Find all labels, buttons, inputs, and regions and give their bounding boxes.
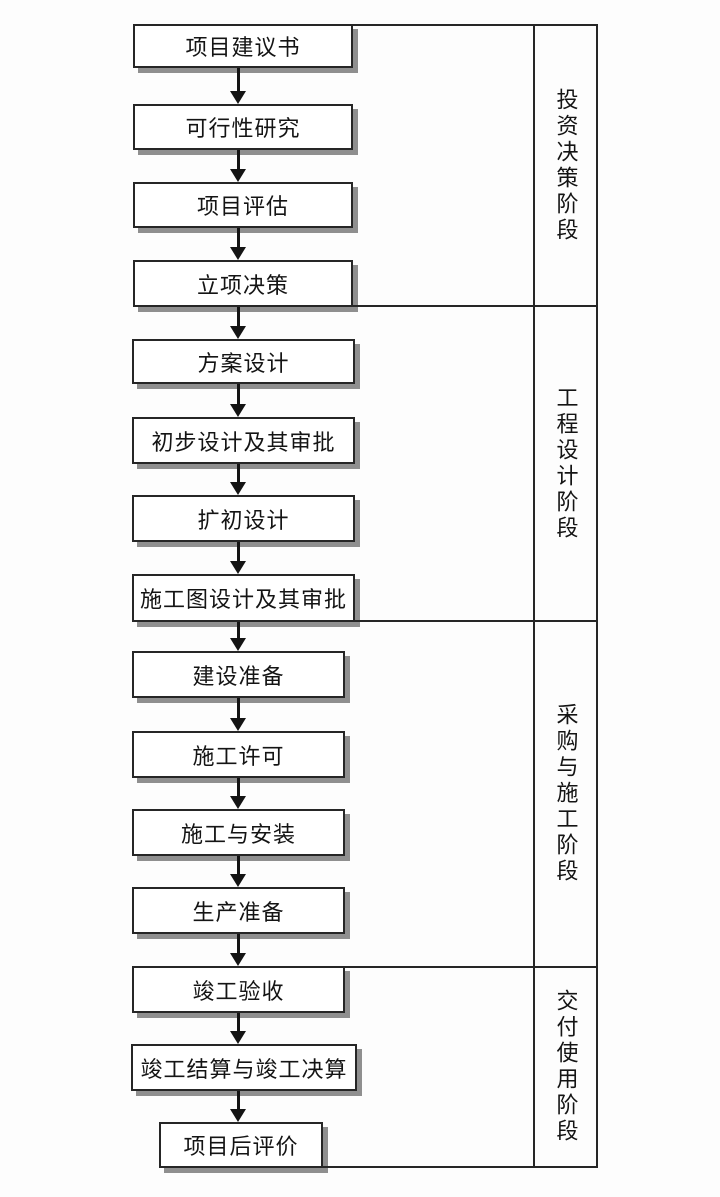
arrow-head-icon — [230, 404, 246, 417]
flow-step-label: 方案设计 — [197, 350, 290, 376]
arrow-shaft — [237, 307, 240, 329]
arrow-shaft — [237, 622, 240, 641]
phase-divider-1-2 — [353, 305, 598, 307]
arrow-down-icon — [230, 698, 247, 731]
arrow-down-icon — [230, 228, 247, 260]
arrow-shaft — [237, 150, 240, 172]
arrow-head-icon — [230, 953, 246, 966]
arrow-shaft — [237, 698, 240, 721]
arrow-down-icon — [230, 150, 247, 182]
phase-label-procurement-construction: 采购与施工阶段 — [553, 703, 579, 885]
arrow-head-icon — [230, 91, 246, 104]
flow-step-label: 立项决策 — [196, 272, 289, 298]
arrow-shaft — [237, 1091, 240, 1112]
arrow-head-icon — [230, 169, 246, 182]
arrow-head-icon — [230, 1109, 246, 1122]
flow-step-box-project-evaluation: 项目评估 — [133, 182, 353, 228]
flow-step-box-production-prep: 生产准备 — [132, 887, 345, 934]
arrow-down-icon — [230, 622, 247, 651]
flow-step-label: 竣工验收 — [192, 978, 285, 1004]
flow-step-box-project-proposal: 项目建议书 — [133, 24, 353, 68]
arrow-down-icon — [230, 464, 247, 495]
arrow-shaft — [237, 778, 240, 799]
phase-label-engineering-design: 工程设计阶段 — [553, 385, 579, 542]
flow-step-label: 生产准备 — [192, 899, 285, 925]
phase-divider-2-3 — [355, 620, 598, 622]
flow-step-box-feasibility-study: 可行性研究 — [133, 104, 353, 150]
arrow-head-icon — [230, 718, 246, 731]
flow-step-box-post-evaluation: 项目后评价 — [159, 1122, 323, 1168]
flow-step-box-approval-decision: 立项决策 — [133, 260, 353, 307]
flow-step-box-scheme-design: 方案设计 — [132, 339, 355, 384]
arrow-head-icon — [230, 638, 246, 651]
flow-step-label: 项目建议书 — [185, 35, 301, 60]
arrow-shaft — [237, 68, 240, 94]
arrow-head-icon — [230, 1031, 246, 1044]
arrow-down-icon — [230, 1091, 247, 1122]
flow-step-label: 施工图设计及其审批 — [139, 587, 347, 612]
arrow-shaft — [237, 1013, 240, 1034]
arrow-down-icon — [230, 384, 247, 417]
flow-step-label: 初步设计及其审批 — [151, 429, 336, 455]
arrow-down-icon — [230, 1013, 247, 1044]
phase-column-right-border — [596, 24, 598, 1168]
phase-divider-top — [353, 24, 598, 26]
flow-step-label: 可行性研究 — [185, 116, 301, 141]
arrow-shaft — [237, 542, 240, 564]
arrow-down-icon — [230, 307, 247, 339]
flow-step-label: 施工许可 — [192, 743, 285, 769]
flow-step-label: 竣工结算与竣工决算 — [140, 1056, 348, 1082]
flow-step-label: 项目后评价 — [183, 1134, 299, 1159]
flow-step-box-construction-drawings: 施工图设计及其审批 — [132, 574, 355, 622]
arrow-down-icon — [230, 778, 247, 809]
phase-column-left-border — [533, 24, 535, 1168]
arrow-head-icon — [230, 326, 246, 339]
flow-step-box-construction-prep: 建设准备 — [132, 651, 345, 698]
arrow-shaft — [237, 228, 240, 250]
arrow-down-icon — [230, 542, 247, 574]
flow-step-box-completion-acceptance: 竣工验收 — [132, 966, 345, 1013]
flow-step-box-preliminary-design: 初步设计及其审批 — [132, 417, 355, 464]
flow-step-box-construction-permit: 施工许可 — [132, 731, 345, 778]
phase-label-investment-decision: 投资决策阶段 — [553, 87, 579, 244]
arrow-head-icon — [230, 247, 246, 260]
arrow-head-icon — [230, 874, 246, 887]
arrow-head-icon — [230, 482, 246, 495]
flow-step-label: 扩初设计 — [197, 507, 290, 533]
flow-step-box-settlement-accounts: 竣工结算与竣工决算 — [131, 1044, 357, 1091]
arrow-shaft — [237, 464, 240, 485]
arrow-head-icon — [230, 796, 246, 809]
flow-step-label: 施工与安装 — [180, 821, 296, 847]
arrow-shaft — [237, 934, 240, 956]
arrow-down-icon — [230, 856, 247, 887]
flow-step-label: 建设准备 — [192, 663, 285, 689]
flow-step-box-construction-install: 施工与安装 — [132, 809, 345, 856]
arrow-shaft — [237, 856, 240, 877]
phase-divider-bottom — [323, 1166, 598, 1168]
arrow-shaft — [237, 384, 240, 407]
phase-label-delivery-use: 交付使用阶段 — [553, 989, 579, 1145]
phase-divider-3-4 — [345, 966, 598, 968]
arrow-down-icon — [230, 934, 247, 966]
arrow-head-icon — [230, 561, 246, 574]
flow-step-label: 项目评估 — [196, 194, 289, 219]
arrow-down-icon — [230, 68, 247, 104]
flow-step-box-extended-design: 扩初设计 — [132, 495, 355, 542]
